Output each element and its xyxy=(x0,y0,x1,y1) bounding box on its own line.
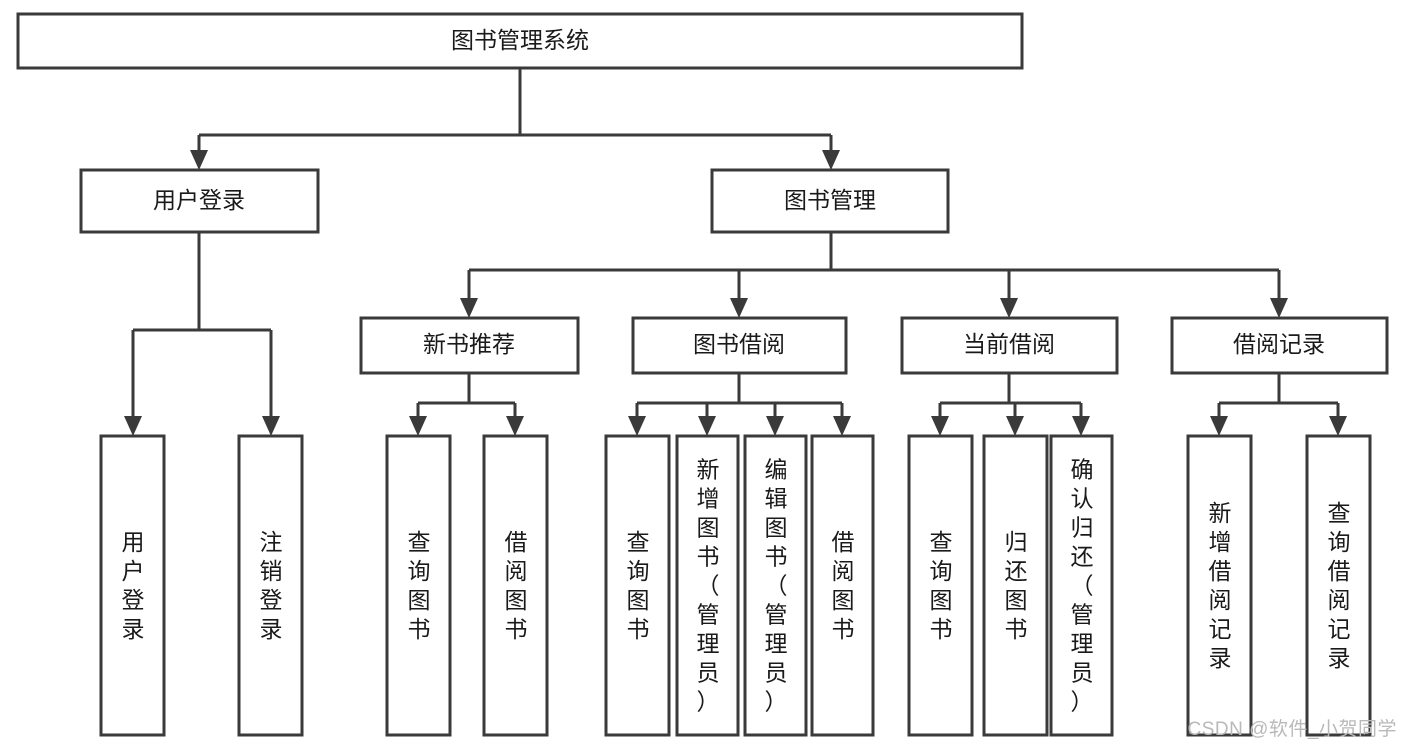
node-user-login-label: 用户登录 xyxy=(153,187,245,213)
node-book-borrow[interactable]: 图书借阅 xyxy=(631,316,848,375)
node-leaf-nb-borrow-book[interactable]: 借阅图书 xyxy=(482,434,549,737)
node-leaf-cb-confirm-return-label: 确认归还（管理员） xyxy=(1071,457,1094,715)
node-book-management-box[interactable] xyxy=(710,168,950,234)
node-borrow-record-label: 借阅记录 xyxy=(1233,331,1325,357)
arrow-head-nb-borrow-book xyxy=(506,416,524,436)
node-leaf-logout-box[interactable] xyxy=(237,434,304,737)
arrow-head-leaf-logout xyxy=(262,416,280,436)
node-book-management-label: 图书管理 xyxy=(784,187,876,213)
node-root-box[interactable] xyxy=(16,12,1024,70)
node-leaf-br-add-record-label: 新增借阅记录 xyxy=(1209,500,1232,671)
arrow-head-cb-query-book xyxy=(931,416,949,436)
node-new-book-recommend-label: 新书推荐 xyxy=(423,331,515,357)
node-leaf-user-login-box[interactable] xyxy=(99,434,166,737)
node-leaf-bl-edit-book-label: 编辑图书（管理员） xyxy=(765,457,788,715)
node-leaf-br-query-record[interactable]: 查询借阅记录 xyxy=(1305,434,1372,737)
node-leaf-bl-query-book-box[interactable] xyxy=(604,434,671,737)
node-book-borrow-box[interactable] xyxy=(631,316,848,375)
arrow-head-leaf-user-login xyxy=(124,416,142,436)
node-book-management[interactable]: 图书管理 xyxy=(710,168,950,234)
arrow-head-root-to-book-mgmt xyxy=(822,150,840,170)
node-leaf-bl-edit-book[interactable]: 编辑图书（管理员） xyxy=(743,434,808,737)
node-leaf-user-login-label: 用户登录 xyxy=(122,529,145,642)
arrow-head-cb-return-book xyxy=(1006,416,1024,436)
node-leaf-cb-return-book-label: 归还图书 xyxy=(1005,529,1028,642)
node-leaf-bl-query-book[interactable]: 查询图书 xyxy=(604,434,671,737)
node-leaf-logout-label: 注销登录 xyxy=(260,529,283,642)
node-new-book-recommend[interactable]: 新书推荐 xyxy=(359,316,580,375)
arrow-head-bl-add-book xyxy=(698,416,716,436)
node-leaf-bl-query-book-label: 查询图书 xyxy=(627,529,650,642)
node-leaf-cb-query-book-label: 查询图书 xyxy=(930,529,953,642)
node-leaf-cb-query-book[interactable]: 查询图书 xyxy=(907,434,974,737)
node-current-borrow[interactable]: 当前借阅 xyxy=(900,316,1119,375)
node-leaf-nb-query-book-label: 查询图书 xyxy=(408,529,431,642)
node-leaf-bl-borrow-book-label: 借阅图书 xyxy=(832,529,855,642)
arrow-head-root-to-user-login xyxy=(190,150,208,170)
arrow-head-bl-query-book xyxy=(628,416,646,436)
node-leaf-br-add-record-box[interactable] xyxy=(1186,434,1253,737)
node-leaf-cb-confirm-return[interactable]: 确认归还（管理员） xyxy=(1049,434,1114,737)
node-leaf-bl-add-book[interactable]: 新增图书（管理员） xyxy=(675,434,740,737)
node-leaf-nb-query-book-box[interactable] xyxy=(385,434,452,737)
node-leaf-nb-query-book[interactable]: 查询图书 xyxy=(385,434,452,737)
node-leaf-br-query-record-box[interactable] xyxy=(1305,434,1372,737)
node-root-book-management-system[interactable]: 图书管理系统 xyxy=(16,12,1024,70)
node-current-borrow-label: 当前借阅 xyxy=(963,331,1055,357)
node-current-borrow-box[interactable] xyxy=(900,316,1119,375)
node-leaf-nb-borrow-book-box[interactable] xyxy=(482,434,549,737)
arrow-head-bl-edit-book xyxy=(766,416,784,436)
node-borrow-record-box[interactable] xyxy=(1170,316,1389,375)
arrow-head-borrow-record xyxy=(1270,298,1288,318)
node-leaf-cb-query-book-box[interactable] xyxy=(907,434,974,737)
node-leaf-cb-return-book[interactable]: 归还图书 xyxy=(982,434,1049,737)
arrow-head-br-add-record xyxy=(1210,416,1228,436)
node-root-label: 图书管理系统 xyxy=(451,27,589,53)
node-leaf-bl-edit-book-box[interactable] xyxy=(743,434,808,737)
connector-layer xyxy=(124,68,1347,436)
arrow-head-current-borrow xyxy=(1000,298,1018,318)
node-leaf-bl-add-book-box[interactable] xyxy=(675,434,740,737)
arrow-head-new-book xyxy=(460,298,478,318)
node-borrow-record[interactable]: 借阅记录 xyxy=(1170,316,1389,375)
arrow-head-br-query-record xyxy=(1329,416,1347,436)
arrow-head-bl-borrow-book xyxy=(833,416,851,436)
node-leaf-user-login[interactable]: 用户登录 xyxy=(99,434,166,737)
node-new-book-recommend-box[interactable] xyxy=(359,316,580,375)
arrow-head-cb-confirm-return xyxy=(1072,416,1090,436)
node-leaf-cb-return-book-box[interactable] xyxy=(982,434,1049,737)
node-book-borrow-label: 图书借阅 xyxy=(693,331,785,357)
node-user-login-box[interactable] xyxy=(79,168,320,234)
node-leaf-nb-borrow-book-label: 借阅图书 xyxy=(505,529,528,642)
arrow-head-nb-query-book xyxy=(409,416,427,436)
node-leaf-bl-add-book-label: 新增图书（管理员） xyxy=(697,457,720,715)
node-leaf-bl-borrow-book[interactable]: 借阅图书 xyxy=(810,434,875,737)
arrow-head-borrow xyxy=(730,298,748,318)
node-leaf-br-query-record-label: 查询借阅记录 xyxy=(1328,500,1351,671)
node-leaf-cb-confirm-return-box[interactable] xyxy=(1049,434,1114,737)
node-leaf-bl-borrow-book-box[interactable] xyxy=(810,434,875,737)
node-user-login[interactable]: 用户登录 xyxy=(79,168,320,234)
node-leaf-br-add-record[interactable]: 新增借阅记录 xyxy=(1186,434,1253,737)
node-leaf-logout[interactable]: 注销登录 xyxy=(237,434,304,737)
